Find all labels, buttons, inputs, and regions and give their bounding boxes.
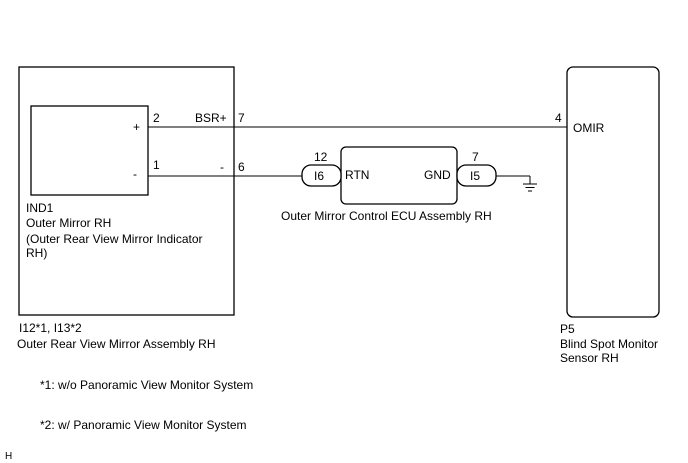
ground-symbol-icon xyxy=(523,183,537,192)
indicator-desc-line2: RH) xyxy=(26,246,47,260)
sensor-connector-id: P5 xyxy=(560,322,575,336)
ecu-rtn-label: RTN xyxy=(345,168,369,182)
assembly-name: Outer Rear View Mirror Assembly RH xyxy=(17,337,216,351)
pin-minus-label: - xyxy=(133,167,137,181)
sensor-name-line1: Blind Spot Monitor xyxy=(560,337,658,351)
bsr-signal-label: BSR+ xyxy=(195,111,227,125)
outer-mirror-assembly-box xyxy=(18,66,235,316)
minus-signal-label: - xyxy=(220,160,224,174)
sensor-name-line2: Sensor RH xyxy=(560,351,619,365)
indicator-box xyxy=(30,105,149,196)
pin-1-label: 1 xyxy=(153,158,160,172)
ecu-name: Outer Mirror Control ECU Assembly RH xyxy=(281,209,492,223)
blind-spot-sensor-box xyxy=(566,66,660,318)
ecu-pin-7-label: 7 xyxy=(472,150,479,164)
sensor-pin-4-label: 4 xyxy=(555,111,562,125)
pin-plus-label: + xyxy=(133,120,140,134)
connector-i5-label: I5 xyxy=(470,169,480,183)
pin-6-label: 6 xyxy=(238,160,245,174)
ecu-gnd-label: GND xyxy=(424,168,451,182)
corner-mark: H xyxy=(5,451,12,462)
note-2: *2: w/ Panoramic View Monitor System xyxy=(40,418,247,432)
pin-7-label: 7 xyxy=(238,111,245,125)
indicator-id: IND1 xyxy=(26,201,54,215)
connector-i6-label: I6 xyxy=(314,169,324,183)
connector-i6 xyxy=(301,164,342,187)
sensor-omir-label: OMIR xyxy=(573,121,605,135)
indicator-name: Outer Mirror RH xyxy=(26,216,111,230)
indicator-desc-line1: (Outer Rear View Mirror Indicator xyxy=(26,232,203,246)
pin-2-label: 2 xyxy=(153,111,160,125)
ecu-pin-12-label: 12 xyxy=(314,150,328,164)
note-1: *1: w/o Panoramic View Monitor System xyxy=(40,378,253,392)
assembly-connector-id: I12*1, I13*2 xyxy=(19,321,82,335)
